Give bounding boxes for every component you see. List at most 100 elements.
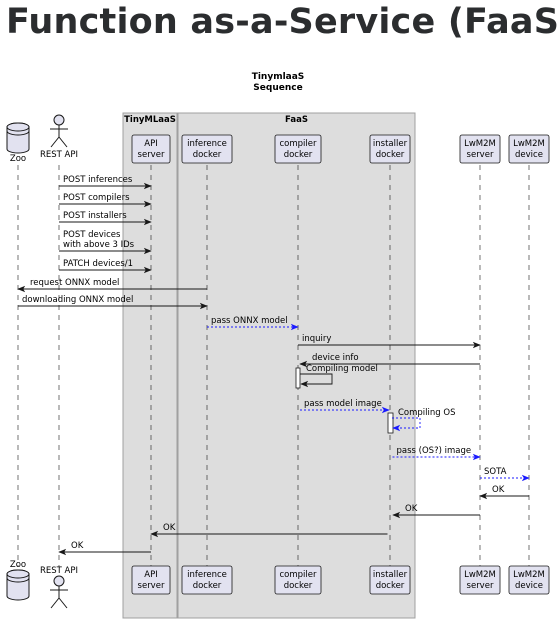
actor-icon-body	[50, 586, 68, 609]
participant-label-lwm2md-line-1: LwM2M	[513, 570, 545, 580]
participant-label-zoo: Zoo	[10, 154, 26, 164]
message-6: request ONNX model	[17, 278, 207, 293]
message-12: pass model image	[300, 399, 390, 414]
message-arrow-self	[300, 373, 333, 388]
message-label-line-2: with above 3 IDs	[63, 240, 135, 250]
activation-compiler	[295, 367, 301, 389]
participant-box-lwm2md	[508, 565, 550, 595]
message-1: POST inferences	[59, 175, 152, 190]
message-15: SOTA	[480, 467, 530, 482]
participant-label-zoo: Zoo	[10, 560, 26, 570]
participant-label-installer-line-1: installer	[373, 139, 408, 149]
participant-box-lwm2ms	[459, 134, 501, 164]
message-label-line-1: POST inferences	[63, 175, 133, 185]
participant-label-lwm2md-line-1: LwM2M	[513, 139, 545, 149]
participant-label-installer-line-1: installer	[373, 570, 408, 580]
participant-rest-top: REST API	[40, 114, 78, 160]
message-arrow-self	[392, 417, 421, 432]
actor-icon-head	[53, 575, 65, 587]
participant-label-compiler-line-2: docker	[284, 581, 313, 591]
message-17: OK	[392, 504, 480, 519]
participant-zoo-bottom: Zoo	[6, 560, 30, 601]
participant-box-compiler	[274, 134, 322, 164]
database-icon-rim	[6, 130, 30, 136]
participant-box-installer	[369, 565, 411, 595]
group-box-label-faas: FaaS	[285, 115, 308, 125]
participant-box-inference	[181, 565, 233, 595]
diagram-title-line-2: Sequence	[253, 83, 302, 93]
message-label-line-1: request ONNX model	[30, 278, 119, 288]
participant-box-lwm2md	[508, 134, 550, 164]
message-label-line-1: OK	[71, 541, 84, 551]
message-label-line-1: pass (OS?) image	[397, 446, 472, 456]
message-label-line-1: PATCH devices/1	[63, 259, 133, 269]
message-14: pass (OS?) image	[392, 446, 481, 461]
participant-label-lwm2ms-line-2: server	[467, 150, 494, 160]
message-9: inquiry	[298, 334, 481, 349]
message-label-line-1: OK	[405, 504, 418, 514]
message-8: pass ONNX model	[207, 316, 299, 331]
participant-box-compiler	[274, 565, 322, 595]
database-icon-rim	[6, 577, 30, 583]
participant-label-inference-line-2: docker	[193, 150, 222, 160]
message-label-line-1: POST devices	[63, 230, 121, 240]
message-18: OK	[150, 523, 388, 538]
participant-box-lwm2ms	[459, 565, 501, 595]
participant-label-compiler-line-1: compiler	[280, 139, 318, 149]
participant-label-lwm2md-line-2: device	[515, 581, 543, 591]
group-box-tinymlaas	[122, 112, 178, 619]
message-label-line-1: downloading ONNX model	[22, 295, 133, 305]
message-label-line-1: OK	[492, 485, 505, 495]
message-11: Compiling model	[300, 364, 378, 388]
message-2: POST compilers	[59, 193, 152, 208]
participant-label-compiler-line-1: compiler	[280, 570, 318, 580]
participant-box-api	[131, 565, 171, 595]
message-label: Compiling OS	[398, 408, 455, 418]
participant-label-api-line-2: server	[138, 581, 165, 591]
participant-label-rest: REST API	[40, 150, 78, 160]
participant-label-inference-line-2: docker	[193, 581, 222, 591]
message-13: Compiling OS	[392, 408, 455, 432]
participant-box-installer	[369, 134, 411, 164]
message-16: OK	[479, 485, 529, 500]
message-19: OK	[58, 541, 151, 556]
page-heading: Function as-a-Service (FaaS)	[6, 2, 560, 42]
participant-label-lwm2ms-line-1: LwM2M	[464, 139, 496, 149]
message-label-line-1: SOTA	[484, 467, 507, 477]
message-3: POST installers	[59, 211, 152, 226]
message-label-line-1: inquiry	[302, 334, 331, 344]
participant-label-api-line-1: API	[144, 139, 157, 149]
participant-label-lwm2md-line-2: device	[515, 150, 543, 160]
message-10: device info	[299, 353, 480, 368]
message-label: Compiling model	[306, 364, 378, 374]
message-label-line-1: pass model image	[304, 399, 382, 409]
participant-box-api	[131, 134, 171, 164]
activation-installer	[387, 412, 394, 434]
participant-label-installer-line-2: docker	[376, 581, 405, 591]
database-icon-top	[6, 569, 30, 579]
participant-zoo-top: Zoo	[6, 122, 30, 164]
message-label-line-1: POST compilers	[63, 193, 130, 203]
message-label-line-1: pass ONNX model	[211, 316, 288, 326]
message-7: downloading ONNX model	[18, 295, 208, 310]
group-box-label-tinymlaas: TinyMLaaS	[124, 115, 176, 125]
message-5: PATCH devices/1	[59, 259, 152, 274]
participant-label-installer-line-2: docker	[376, 150, 405, 160]
participant-label-compiler-line-2: docker	[284, 150, 313, 160]
message-label-line-1: device info	[312, 353, 359, 363]
participant-label-lwm2ms-line-1: LwM2M	[464, 570, 496, 580]
participant-label-api-line-2: server	[138, 150, 165, 160]
